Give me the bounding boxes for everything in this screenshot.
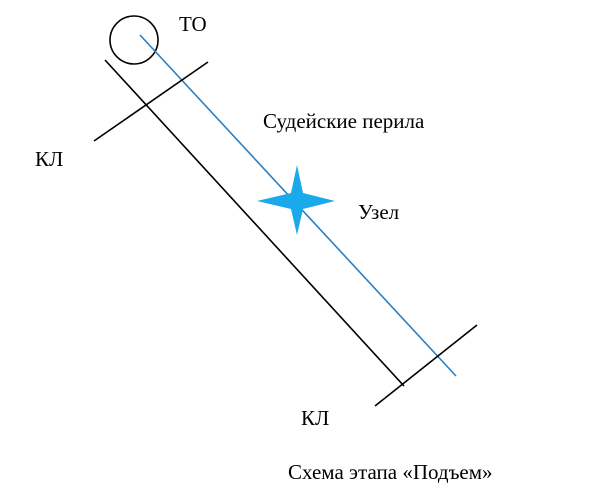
judges-rope-label: Судейские перила: [263, 109, 425, 133]
control-line-top: [93, 61, 209, 142]
top-object-circle: [109, 15, 159, 65]
control-line-top-label: КЛ: [35, 147, 63, 171]
control-line-bottom-label: КЛ: [301, 406, 329, 430]
knot-label: Узел: [358, 200, 399, 224]
control-line-bottom: [374, 324, 478, 407]
top-object-label: ТО: [179, 12, 207, 36]
knot-star-icon: [257, 165, 335, 235]
stage-corridor-line: [104, 59, 405, 387]
caption: Схема этапа «Подъем»: [288, 460, 493, 484]
